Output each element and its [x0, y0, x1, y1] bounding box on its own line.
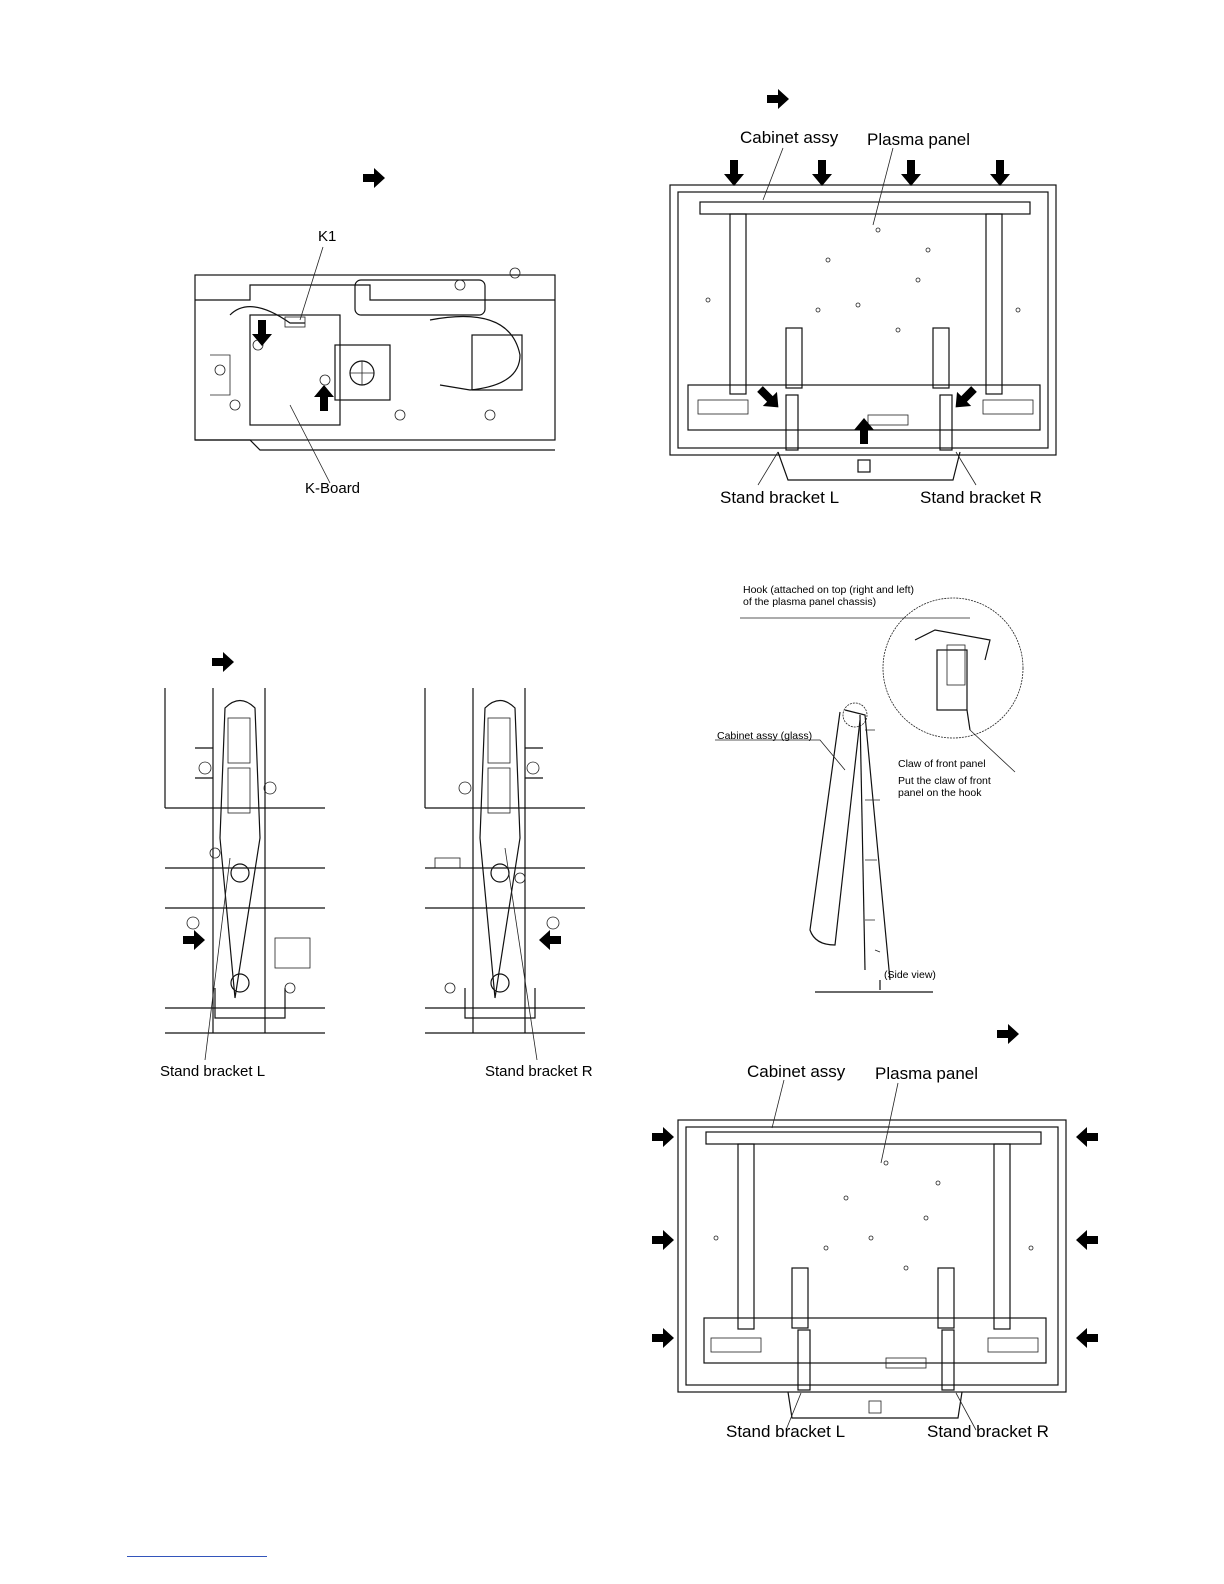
footer-link-line[interactable]	[127, 1556, 267, 1557]
right-arrow-icon	[363, 168, 385, 188]
hook-label-line-1: Hook (attached on top (right and left)	[743, 584, 915, 596]
hook-label: Hook (attached on top (right and left) o…	[743, 584, 914, 608]
rear-view-drawing-top	[669, 184, 1057, 481]
k1-label: K1	[318, 228, 337, 245]
side-view-figure	[715, 597, 1035, 1000]
rear-view-figure-bottom	[676, 1079, 1070, 1431]
side-view-drawing	[715, 597, 1024, 993]
arrow-icon	[1076, 1127, 1098, 1147]
hook-label-line-2: of the plasma panel chassis)	[743, 596, 877, 608]
put-claw-line-2: panel on the hook	[898, 787, 982, 799]
plasma-panel-label-bottom: Plasma panel	[875, 1064, 979, 1083]
stand-bracket-r-drawing	[424, 688, 585, 1034]
rear-view-figure-top	[668, 147, 1060, 495]
cabinet-glass-label: Cabinet assy (glass)	[717, 730, 813, 742]
arrow-icon	[1076, 1230, 1098, 1250]
stand-bracket-l-label-mid: Stand bracket L	[160, 1063, 266, 1080]
stand-bracket-l-label-top: Stand bracket L	[720, 488, 840, 507]
side-view-label: (Side view)	[884, 969, 936, 981]
rear-view-drawing-bottom	[677, 1119, 1067, 1419]
put-claw-label: Put the claw of front panel on the hook	[898, 775, 991, 799]
k-board-label: K-Board	[305, 480, 361, 497]
stand-bracket-r-figure	[424, 688, 585, 1061]
right-arrow-icon	[212, 652, 234, 672]
stand-bracket-r-label-mid: Stand bracket R	[485, 1063, 593, 1080]
right-arrow-icon	[997, 1024, 1019, 1044]
stand-bracket-l-figure	[164, 688, 325, 1061]
arrow-icon	[652, 1328, 674, 1348]
arrow-icon	[1076, 1328, 1098, 1348]
arrow-icon	[652, 1230, 674, 1250]
plasma-panel-label-top: Plasma panel	[867, 130, 971, 149]
right-arrow-icon	[767, 89, 789, 109]
k-board-figure	[190, 225, 570, 505]
k-board-drawing	[194, 267, 556, 451]
put-claw-line-1: Put the claw of front	[898, 775, 991, 787]
stand-bracket-l-drawing	[164, 688, 325, 1034]
stand-bracket-r-label-bottom: Stand bracket R	[927, 1422, 1049, 1441]
stand-bracket-r-label-top: Stand bracket R	[920, 488, 1042, 507]
arrow-icon	[652, 1127, 674, 1147]
claw-label: Claw of front panel	[898, 758, 986, 770]
cabinet-assy-label-bottom: Cabinet assy	[747, 1062, 846, 1081]
stand-bracket-l-label-bottom: Stand bracket L	[726, 1422, 846, 1441]
cabinet-assy-label-top: Cabinet assy	[740, 128, 839, 147]
